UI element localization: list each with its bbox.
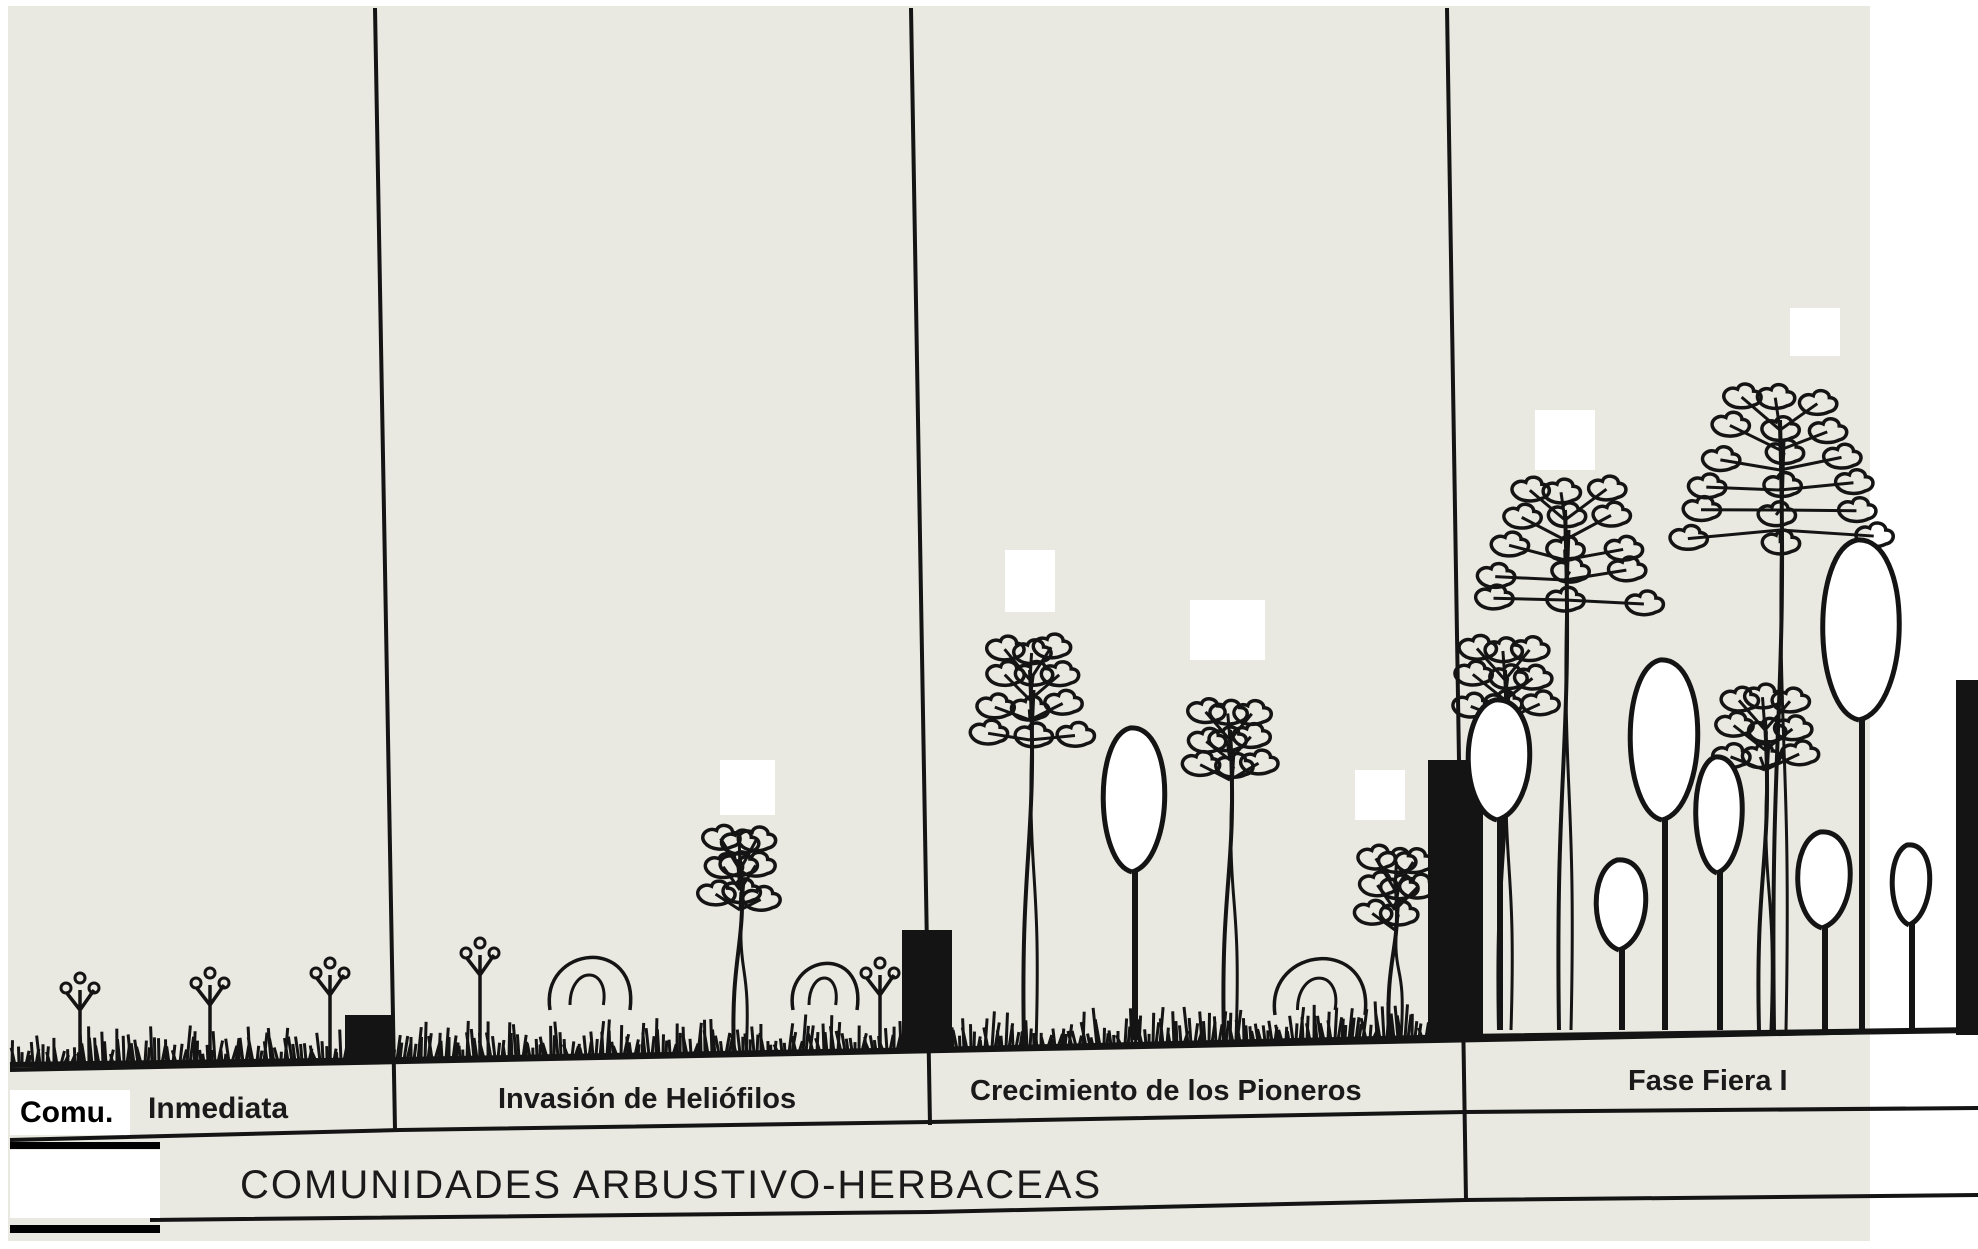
- grass-tuft: [334, 1049, 337, 1061]
- grass-tuft: [1167, 1028, 1170, 1045]
- grass-tuft: [502, 1040, 505, 1058]
- corner-label: Comu.: [20, 1096, 113, 1129]
- patch-c: [1190, 600, 1265, 660]
- patch-e: [1535, 410, 1595, 470]
- phase-label-2: Invasión de Heliófilos: [498, 1083, 796, 1115]
- marker-2: [902, 930, 952, 1052]
- phase-label-3: Crecimiento de los Pioneros: [970, 1075, 1362, 1107]
- phase-label-4: Fase Fiera I: [1628, 1065, 1788, 1097]
- crown-outline: [1103, 728, 1165, 872]
- white-patch-left: [10, 1150, 160, 1218]
- phase-label-1: Inmediata: [148, 1092, 288, 1125]
- crown-outline: [1468, 700, 1530, 820]
- crown-outline: [1798, 832, 1851, 928]
- black-bar-left-bottom: [10, 1225, 160, 1233]
- crown-outline: [1823, 540, 1900, 720]
- marker-3: [1428, 760, 1483, 1040]
- patch-f: [1790, 308, 1840, 356]
- patch-d: [1355, 770, 1405, 820]
- branch: [1494, 598, 1565, 600]
- branch: [1780, 510, 1856, 511]
- grass-tuft: [642, 1023, 645, 1056]
- crown-outline: [1892, 845, 1930, 925]
- marker-1: [345, 1015, 395, 1060]
- marker-4: [1956, 680, 1978, 1035]
- band-label: COMUNIDADES ARBUSTIVO-HERBACEAS: [240, 1163, 1102, 1207]
- grass-tuft: [978, 1036, 981, 1048]
- crown-outline: [1696, 757, 1743, 873]
- crown-outline: [1630, 660, 1698, 820]
- crown-outline: [1596, 860, 1646, 950]
- black-bar-left-top: [10, 1142, 160, 1149]
- patch-b: [1005, 550, 1055, 612]
- patch-a: [720, 760, 775, 815]
